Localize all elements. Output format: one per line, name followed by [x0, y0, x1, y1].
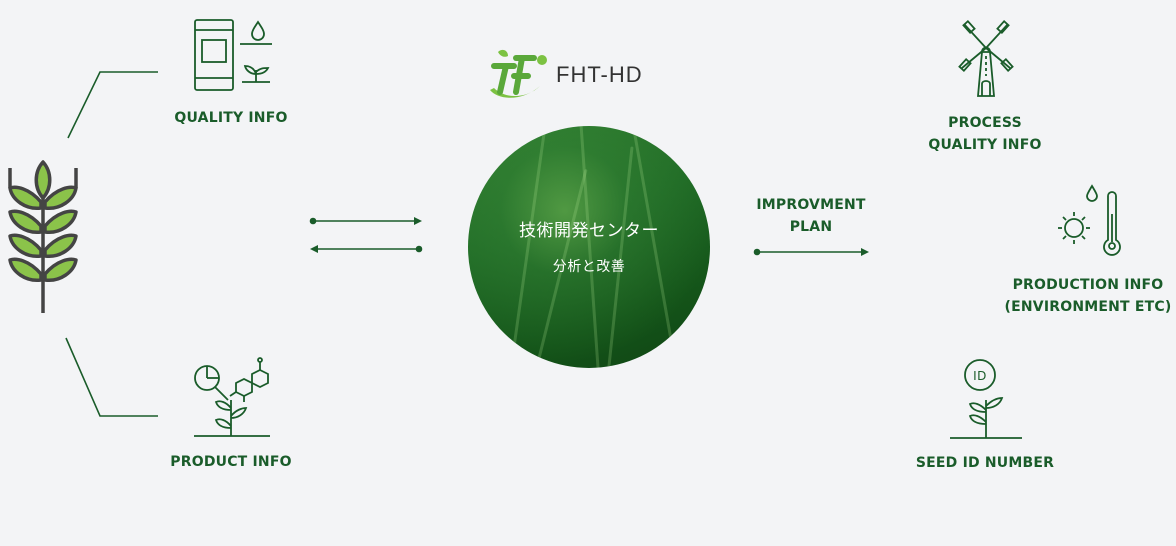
id-sprout-icon: ID [950, 359, 1022, 439]
sun-thermometer-icon [1058, 184, 1121, 256]
two-way-arrows [309, 217, 423, 253]
wheat-connector-lines [65, 71, 158, 417]
improvement-plan-line1: IMPROVMENT [756, 197, 866, 213]
logo-text: FHT-HD [556, 62, 643, 87]
wheat-icon [8, 160, 78, 313]
seed-id-label: SEED ID NUMBER [915, 455, 1055, 471]
process-quality-line1: PROCESS [948, 115, 1022, 131]
logo-mark-icon [490, 49, 547, 98]
center-title: 技術開発センター [519, 221, 659, 241]
production-info-line2: (ENVIRONMENT ETC) [1004, 299, 1172, 315]
process-quality-line2: QUALITY INFO [928, 137, 1042, 153]
product-info-label: PRODUCT INFO [170, 454, 292, 470]
windmill-icon [958, 20, 1014, 97]
seed-id-badge: ID [973, 369, 987, 383]
center-circle: 技術開発センター 分析と改善 [468, 126, 710, 368]
chart-molecule-sprout-icon [194, 357, 270, 437]
center-subtitle: 分析と改善 [552, 259, 626, 275]
quality-info-label: QUALITY INFO [174, 110, 288, 126]
phone-sprout-icon [194, 19, 272, 91]
improvement-plan-line2: PLAN [789, 219, 833, 235]
improvement-arrow [753, 248, 869, 256]
production-info-line1: PRODUCTION INFO [1012, 277, 1164, 293]
